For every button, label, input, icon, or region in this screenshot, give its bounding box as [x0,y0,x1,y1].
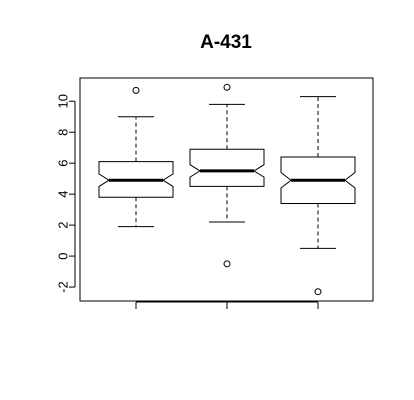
y-tick-label: -2 [56,281,71,293]
y-tick-label: 2 [56,222,71,229]
chart-title: A-431 [200,32,252,53]
y-tick-label: 0 [56,252,71,259]
outlier-point [223,260,231,268]
y-tick-label: 6 [56,160,71,167]
outlier-point [314,288,322,296]
notched-box [189,148,265,187]
outlier-point [132,86,140,94]
box-1 [98,86,174,228]
box-3 [280,96,356,296]
box-series [98,83,356,296]
y-tick-label: 4 [56,191,71,198]
box-2 [189,83,265,268]
y-axis: -2 0 2 4 6 8 10 [56,94,76,293]
x-axis [135,301,319,309]
plot-frame [79,77,374,302]
y-tick-label: 10 [56,94,71,108]
y-tick-label: 8 [56,129,71,136]
outlier-point [223,83,231,91]
